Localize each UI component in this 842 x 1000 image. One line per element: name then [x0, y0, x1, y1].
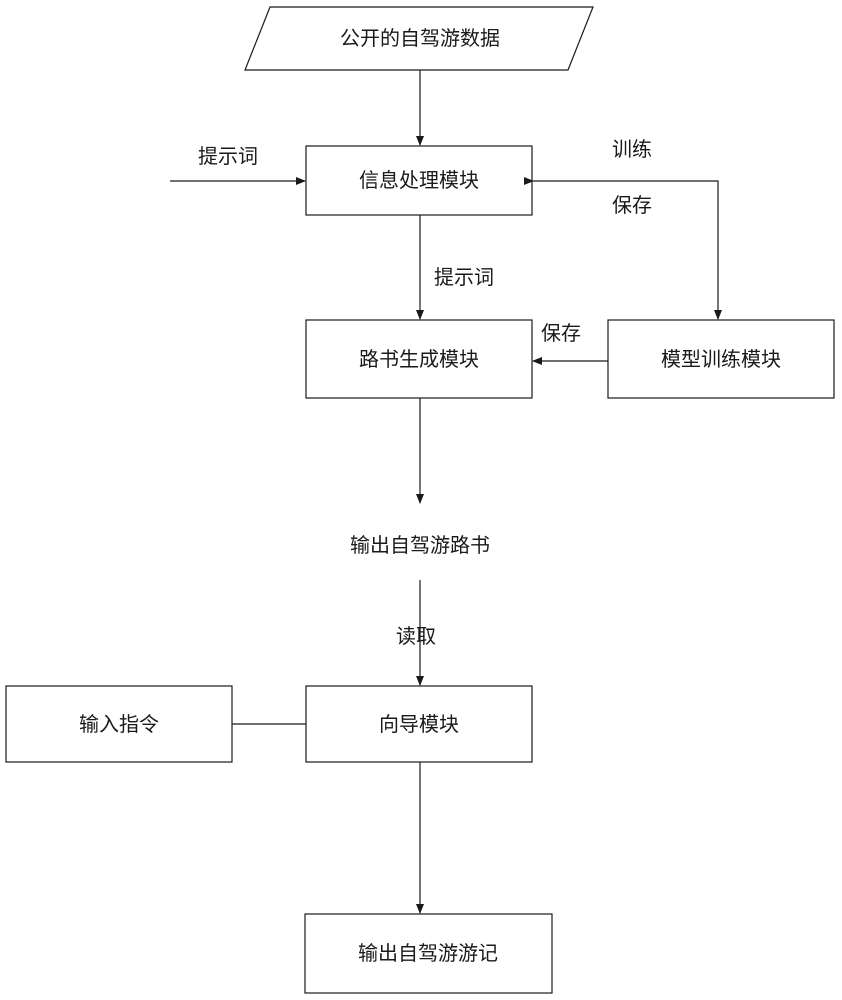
prompt-mid-label: 提示词 [434, 265, 494, 289]
output-roadbook-label: 输出自驾游路书 [350, 533, 490, 557]
public-data-shape [244, 6, 594, 71]
guide-module-label: 向导模块 [379, 712, 459, 736]
info-module-label: 信息处理模块 [359, 168, 479, 192]
output-travelogue-label: 输出自驾游游记 [358, 941, 498, 965]
save-top-label: 保存 [612, 193, 652, 217]
prompt-input-label: 提示词 [198, 144, 258, 168]
output-travelogue-box [304, 913, 553, 994]
input-command-label: 输入指令 [79, 712, 159, 736]
arrow-training-loop [524, 177, 722, 320]
training-module-box [607, 319, 835, 399]
read-label: 读取 [396, 624, 436, 648]
save-mid-label: 保存 [541, 321, 581, 345]
training-module-label: 模型训练模块 [661, 347, 781, 371]
public-data-label: 公开的自驾游数据 [340, 26, 500, 50]
roadbook-module-label: 路书生成模块 [359, 347, 479, 371]
train-label: 训练 [612, 137, 652, 161]
